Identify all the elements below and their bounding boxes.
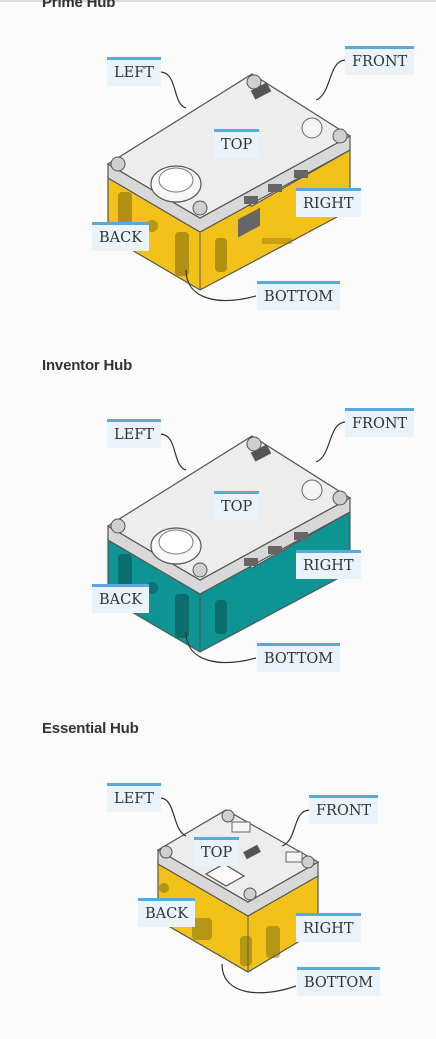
label-top: TOP bbox=[194, 837, 240, 866]
label-top: TOP bbox=[214, 129, 260, 158]
label-back: BACK bbox=[138, 898, 196, 927]
label-right: RIGHT bbox=[296, 188, 361, 217]
label-bottom: BOTTOM bbox=[257, 281, 341, 310]
label-left: LEFT bbox=[107, 419, 161, 448]
label-front: FRONT bbox=[345, 408, 415, 437]
essential-hub-diagram: LEFT FRONT TOP BACK RIGHT BOTTOM bbox=[0, 740, 436, 1039]
label-front: FRONT bbox=[309, 795, 379, 824]
label-back: BACK bbox=[92, 584, 150, 613]
label-bottom: BOTTOM bbox=[257, 643, 341, 672]
label-right: RIGHT bbox=[296, 913, 361, 942]
page-top-border bbox=[0, 0, 436, 2]
label-top: TOP bbox=[214, 491, 260, 520]
prime-hub-diagram: LEFT FRONT TOP RIGHT BACK BOTTOM bbox=[0, 0, 436, 330]
section-title-essential-hub: Essential Hub bbox=[42, 720, 139, 737]
section-title-inventor-hub: Inventor Hub bbox=[42, 357, 133, 374]
label-left: LEFT bbox=[107, 57, 161, 86]
section-title-prime-hub: Prime Hub bbox=[42, 0, 116, 11]
inventor-hub-diagram: LEFT FRONT TOP RIGHT BACK BOTTOM bbox=[0, 362, 436, 692]
label-right: RIGHT bbox=[296, 550, 361, 579]
label-front: FRONT bbox=[345, 46, 415, 75]
label-bottom: BOTTOM bbox=[297, 967, 381, 996]
label-left: LEFT bbox=[107, 783, 161, 812]
label-back: BACK bbox=[92, 222, 150, 251]
